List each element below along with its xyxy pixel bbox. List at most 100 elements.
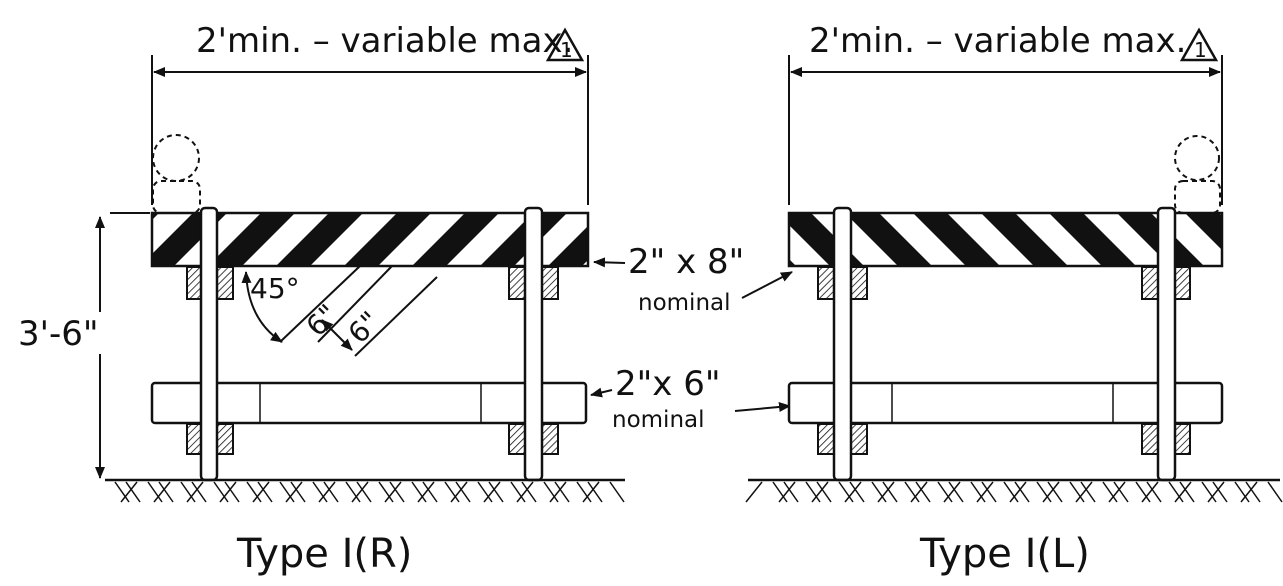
width-label-bg <box>195 20 565 62</box>
ground-hatch <box>356 481 372 503</box>
ground-hatch <box>1009 481 1027 503</box>
rail-stripe <box>1185 213 1222 250</box>
ground-hatch <box>114 481 130 503</box>
leg-right-l <box>1156 206 1177 482</box>
svg-text:1: 1 <box>560 38 573 62</box>
bottom-rail-l <box>787 381 1224 425</box>
ground-hatch <box>384 481 402 503</box>
ground-hatch <box>1080 481 1096 503</box>
cleat-top-left-inner <box>216 266 234 300</box>
ground-hatch <box>1069 481 1085 503</box>
bottom-rail <box>150 381 588 425</box>
ground-hatch <box>1234 481 1250 503</box>
height-label: 3'-6" <box>18 314 99 354</box>
ground-hatch <box>904 481 920 503</box>
ground-hatch <box>186 481 204 503</box>
height-label-bg <box>18 312 106 354</box>
ground-hatch <box>554 481 570 503</box>
bottom-rail-leader-2 <box>734 402 791 412</box>
ground-hatch <box>1113 481 1129 503</box>
cleat-bottom-right-inner-l <box>1141 423 1159 455</box>
ground-hatch <box>937 481 953 503</box>
ground-hatch <box>246 481 262 503</box>
cleat-bottom-left-l <box>817 423 835 455</box>
ground-hatch <box>1108 481 1126 503</box>
ground-hatch <box>948 481 964 503</box>
ground-hatch <box>147 481 163 503</box>
rail-stripe <box>412 213 499 266</box>
ground-hatch <box>981 481 997 503</box>
ground-hatch <box>224 481 240 503</box>
ground-hatch <box>1003 481 1019 503</box>
ground-hatch <box>849 481 865 503</box>
type-l-title: Type I(L) <box>919 531 1090 577</box>
note-triangle-icon-l: 1 <box>1179 27 1219 62</box>
ground-hatch <box>811 481 829 503</box>
ground-hatch <box>125 481 141 503</box>
ground-hatch <box>521 481 537 503</box>
ground-hatch <box>915 481 931 503</box>
ground-hatch <box>422 481 438 503</box>
rail-stripe <box>845 213 932 266</box>
note-triangle-icon: 1 <box>545 27 585 62</box>
ground-hatch <box>976 481 994 503</box>
cleat-top-left-inner-l <box>850 266 868 300</box>
ground-hatch <box>1146 481 1162 503</box>
ground-hatch <box>417 481 435 503</box>
ground-hatch <box>477 481 493 503</box>
rail-stripe <box>344 213 431 266</box>
ground-left <box>105 478 625 503</box>
ground-hatch <box>444 481 460 503</box>
ground-hatch <box>219 481 237 503</box>
ground-hatch <box>1047 481 1063 503</box>
ground-hatch <box>191 481 207 503</box>
ground-hatch <box>378 481 394 503</box>
cleat-top-right-inner <box>508 266 526 300</box>
ground-hatch <box>279 481 295 503</box>
rail-stripe <box>1253 213 1283 266</box>
ground-hatch <box>1201 481 1217 503</box>
ground-hatch <box>1174 481 1192 503</box>
svg-text:1: 1 <box>1194 38 1207 62</box>
top-rail-sub: nominal <box>638 290 731 316</box>
ground-hatch <box>120 481 138 503</box>
ground-hatch <box>516 481 534 503</box>
top-striped-rail <box>150 211 590 268</box>
panel-type-l: 2'min. – variable max. 1 <box>745 20 1283 577</box>
ground-hatch <box>213 481 229 503</box>
panel-type-r: 2'min. – variable max. 1 3'-6" <box>18 20 793 577</box>
ground-hatch <box>576 481 592 503</box>
ground-hatch <box>587 481 603 503</box>
top-rail-label: 2" x 8" <box>628 242 744 282</box>
rail-stripe <box>789 259 796 266</box>
bottom-rail-leader <box>590 387 613 398</box>
cleat-bottom-left-inner-l <box>850 423 868 455</box>
type-r-title: Type I(R) <box>236 531 412 577</box>
ground-hatch <box>450 481 468 503</box>
ground-hatch <box>351 481 369 503</box>
ground-hatch <box>882 481 898 503</box>
ground-hatch <box>970 481 986 503</box>
cleat-bottom-left-inner <box>216 423 234 455</box>
ground-hatch <box>1141 481 1159 503</box>
ground-hatch <box>783 481 799 503</box>
cleat-bottom-right-inner <box>508 423 526 455</box>
ground-hatch <box>483 481 501 503</box>
warning-light-icon-l <box>1174 135 1220 181</box>
warning-light-base <box>152 180 201 214</box>
ground-hatch <box>1135 481 1151 503</box>
angle-arc <box>241 271 283 343</box>
ground-hatch <box>318 481 336 503</box>
ground-hatch <box>609 481 625 503</box>
ground-hatch <box>844 481 862 503</box>
rail-stripe <box>1049 213 1136 266</box>
rail-stripe <box>276 213 363 266</box>
ground-hatch <box>1014 481 1030 503</box>
ground-hatch <box>805 481 821 503</box>
stripe-ext-1 <box>279 265 361 343</box>
rail-stripe <box>548 226 588 266</box>
ground-hatch <box>871 481 887 503</box>
cleat-top-left <box>186 266 202 300</box>
